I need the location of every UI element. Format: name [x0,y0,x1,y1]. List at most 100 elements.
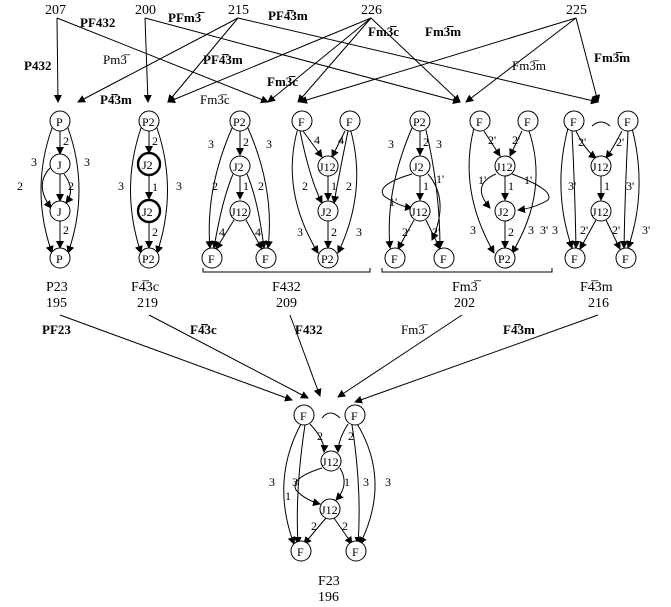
edge-label: 2 [63,223,69,237]
edge-label: 3' [642,223,650,237]
edge-label: 2 [331,225,337,239]
edge-label: 1' [436,172,444,186]
node-j12-label: J12 [592,205,609,219]
node-j2 [317,200,339,222]
node-p2 [494,247,516,269]
edge-label: 1' [478,173,486,187]
label-pf432: PF432 [80,15,115,30]
label-f43c: F4̅3c [190,322,217,337]
edge-label: 2 [68,179,74,193]
node-j12 [319,498,341,520]
group-name-p23: P23 [46,280,68,295]
node-f [517,110,539,132]
group-number-209: 209 [276,296,297,311]
node-j2-label: J2 [142,205,153,219]
edge-label: 4 [338,133,344,147]
edge-label: 3 [363,475,369,489]
top-group-207: 207 [45,3,66,18]
node-f-label: F [298,115,305,129]
node-p2 [409,110,431,132]
edge-label: 2' [402,225,410,239]
label-fm3c-right: Fm3̅c [368,24,399,39]
node-f-label: F [476,115,483,129]
node-j2-label: J2 [321,205,332,219]
node-f [564,247,586,269]
edge-label: 2 [508,225,514,239]
edge-label: 2' [616,135,624,149]
top-group-225: 225 [566,3,587,18]
node-p2-label: P2 [498,252,511,266]
edge-label: 4 [314,133,320,147]
group-name-f432: F432 [272,280,301,295]
node-j-label: J [57,205,62,219]
edge-label: 1' [389,195,397,209]
group-f23: F F J12 J12 F F 2 2 3 3 3 3 1 1 2 2 [269,404,391,562]
node-p2 [317,247,339,269]
node-f-label: F [351,409,358,423]
node-j12 [409,200,431,222]
edge-label: 3 [552,223,558,237]
edge-label: 2 [346,179,352,193]
group-number-196: 196 [318,590,339,605]
edge-label: 1 [344,475,350,489]
edge-label: 2' [488,133,496,147]
node-f [291,110,313,132]
node-j12 [229,200,251,222]
label-pfm3: PFm3̅ [168,10,205,25]
label-fm3m-2: Fm3̅m [512,58,546,73]
lower-arrows [59,314,599,404]
node-f-label: F [440,252,447,266]
top-group-215: 215 [228,3,249,18]
group-name-f43m: F4̅3m [580,280,613,295]
node-f-label: F [346,115,353,129]
edge-label: 1' [524,173,532,187]
node-j12-label: J12 [322,455,339,469]
edge-label: 1 [331,179,337,193]
top-arrows [53,17,601,105]
node-f [290,540,312,562]
group-fm3: P2 J2 J12 F F 2 1 3 3 1' 1' 2' 2' F F J1… [381,110,550,269]
node-j12 [320,450,342,472]
node-j12 [590,200,612,222]
label-pm3: Pm3̅ [103,52,131,67]
node-j12-label: J12 [411,205,428,219]
edge-label: 2 [311,519,317,533]
edge-label: 3 [208,137,214,151]
node-f-label: F [571,252,578,266]
group-name-f43c: F4̅3c [131,280,159,295]
edge-label: 2 [243,135,249,149]
edge-label: 3 [176,179,182,193]
node-j [49,153,71,175]
node-p-label: P [56,252,63,266]
node-f-label: F [622,252,629,266]
edge-label: 2' [432,225,440,239]
node-f [344,404,366,426]
edge-label: 3 [356,225,362,239]
edge-label: 1 [243,179,249,193]
node-f [345,540,367,562]
label-f43m: F4̅3m [503,322,535,337]
edge-label: 2 [342,519,348,533]
group-number-195: 195 [46,296,67,311]
label-fm3m-1: Fm3̅m [425,24,461,39]
node-p2-label: P2 [413,115,426,129]
node-j12-label: J12 [321,503,338,517]
group-name-fm3: Fm3̅ [452,280,482,295]
label-fm3c-mid: Fm3̅c [267,74,298,89]
node-f [255,247,277,269]
node-j12-label: J12 [231,205,248,219]
node-j12 [494,155,516,177]
top-group-226: 226 [361,3,382,18]
edge-label: 3 [31,155,37,169]
label-pf43m: PF4̅3m [203,52,243,67]
edge-label: 1 [423,179,429,193]
edge-label: 4 [255,225,261,239]
edge-label: 1 [152,180,158,194]
label-pf23: PF23 [42,322,71,337]
edge-label: 3 [385,475,391,489]
label-p43m: P4̅3m [100,92,132,107]
node-f [433,247,455,269]
node-f [563,110,585,132]
